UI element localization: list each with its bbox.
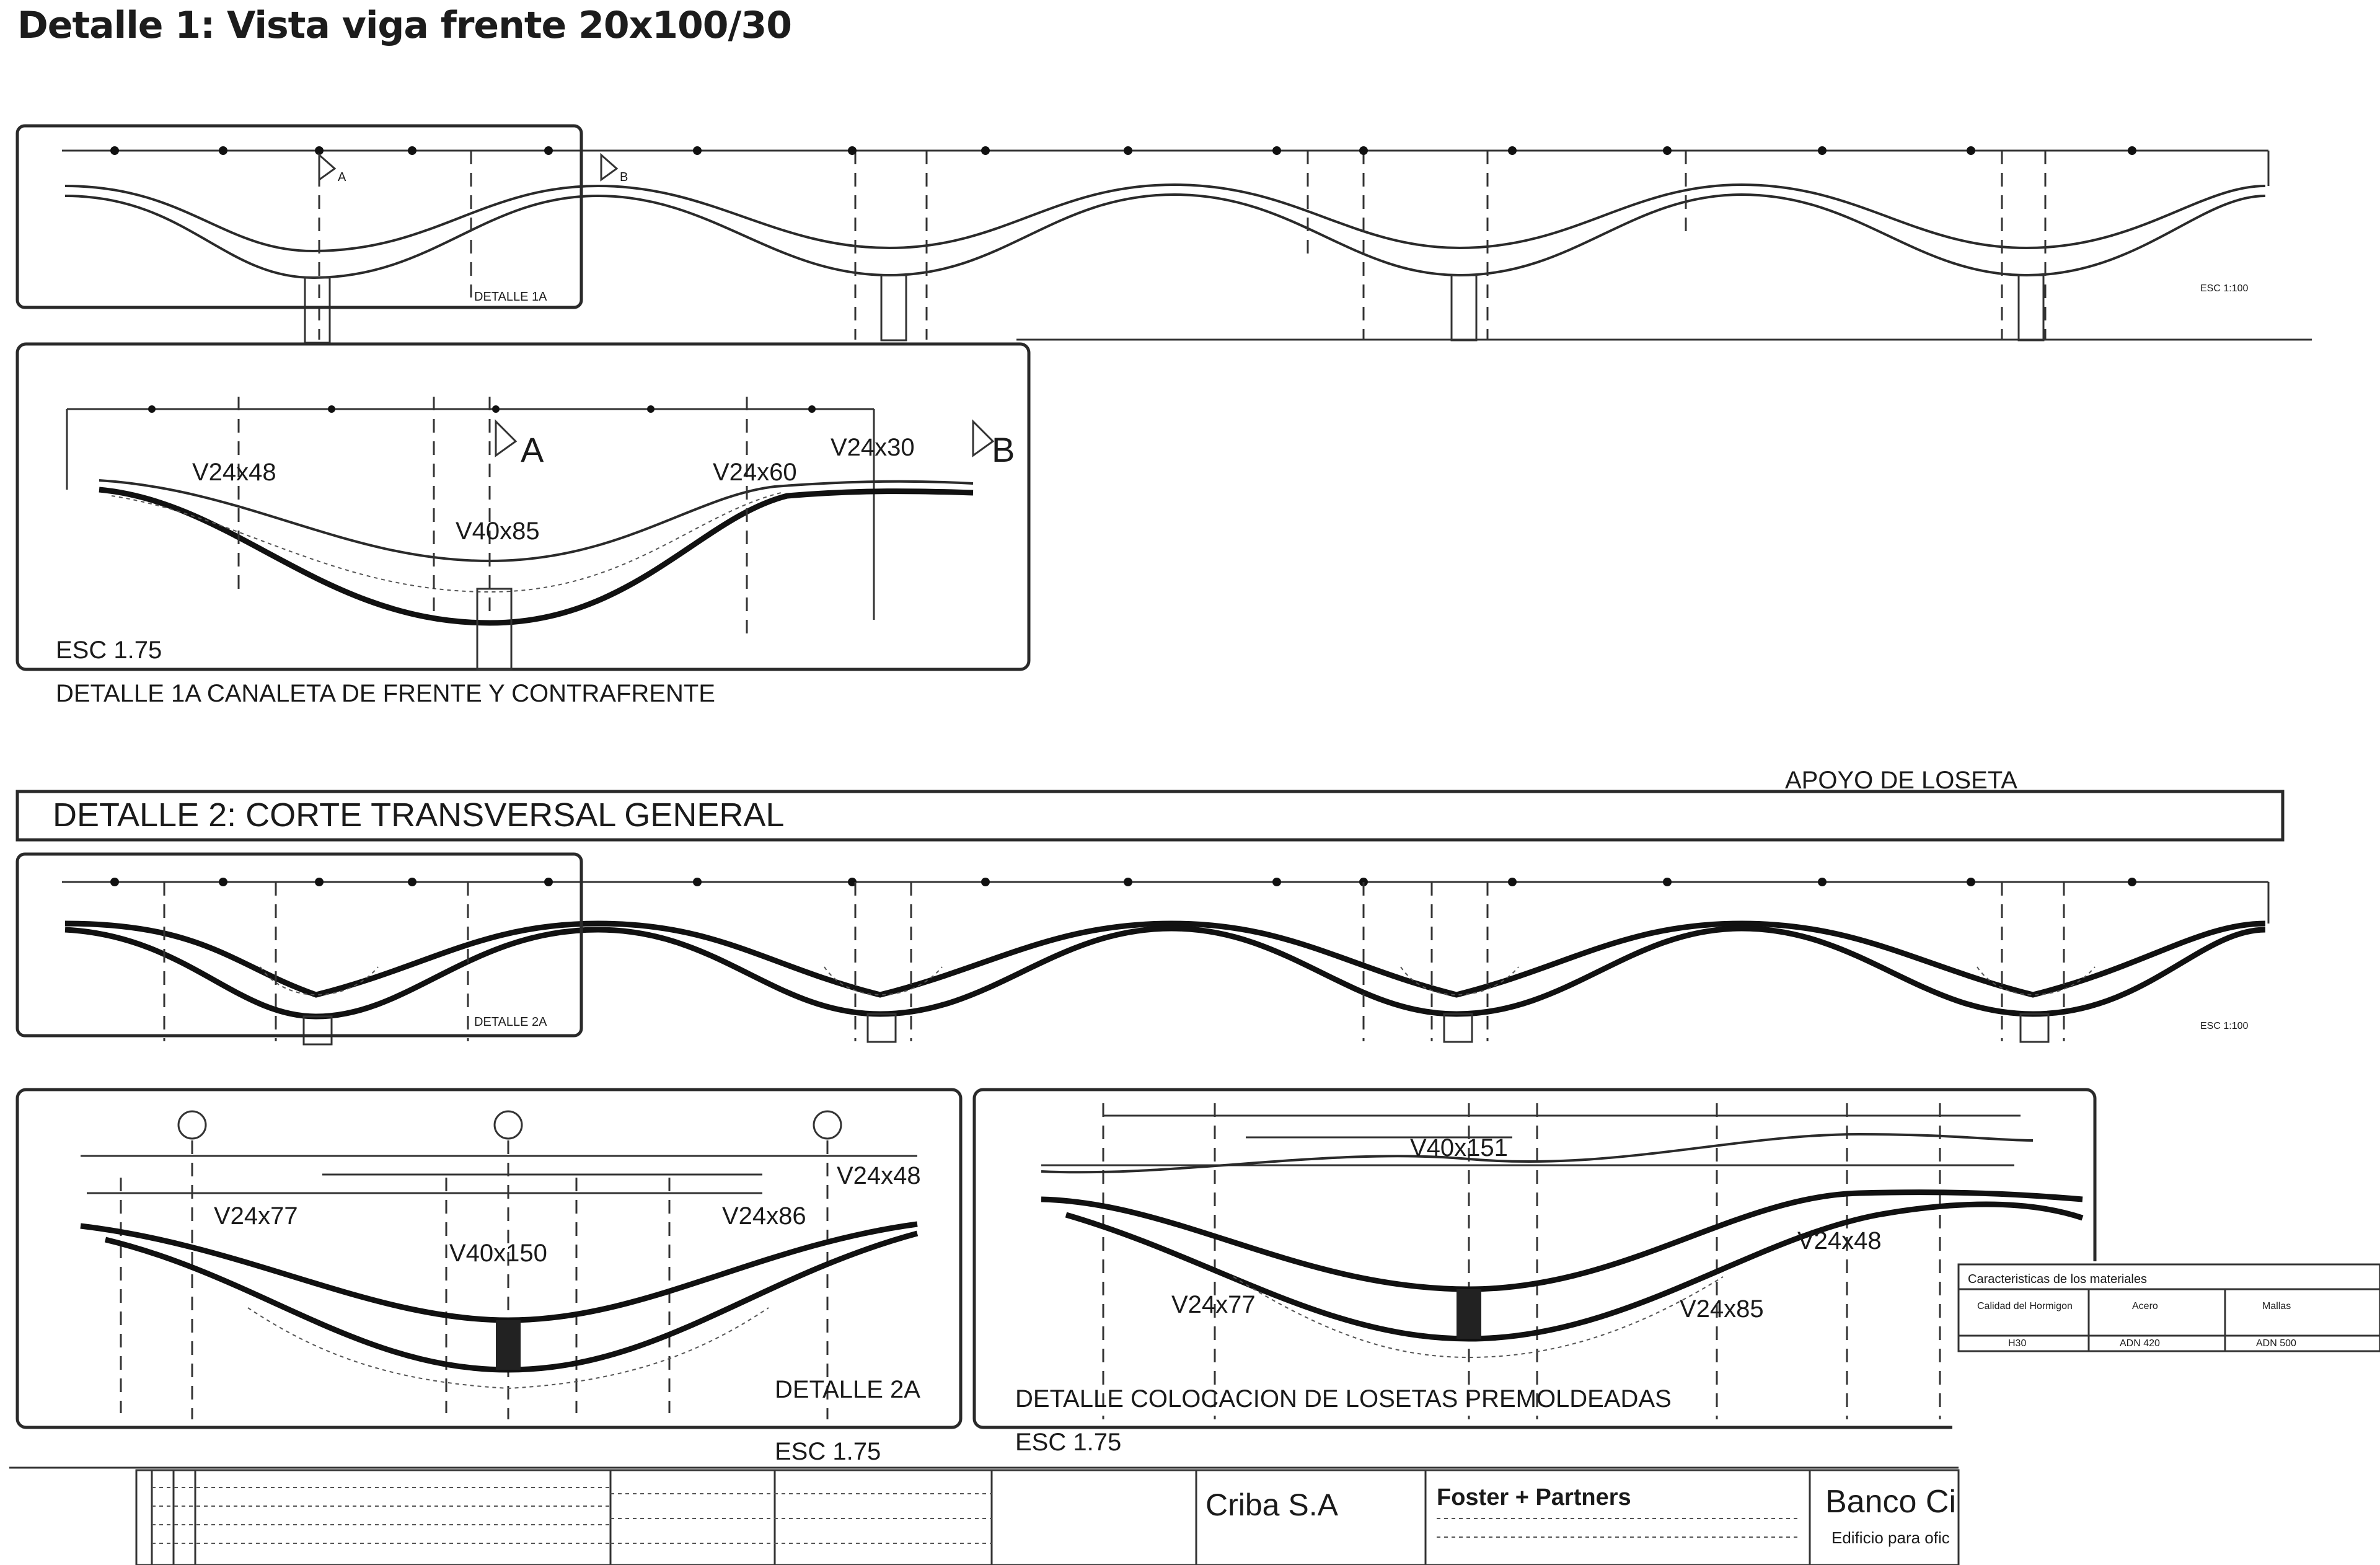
detail-1a-reference-label: DETALLE 1A bbox=[474, 290, 547, 304]
detail-2a-reference-box bbox=[15, 852, 583, 1038]
detail-losetas-scale: ESC 1.75 bbox=[1015, 1429, 1121, 1456]
materials-header-hormigon: Calidad del Hormigon bbox=[1977, 1301, 2073, 1312]
detail-losetas-section: V40x151 V24x48 V24x77 V24x85 DETALLE COL… bbox=[972, 1088, 2097, 1429]
detail-2-section: DETALLE 2A ESC 1:100 bbox=[15, 852, 2270, 1046]
beam-label-v24x77: V24x77 bbox=[214, 1202, 298, 1230]
beam-label-v24x30: V24x30 bbox=[831, 434, 915, 461]
beam-label-v24x60: V24x60 bbox=[713, 459, 797, 486]
detail-1a-caption: DETALLE 1A CANALETA DE FRENTE Y CONTRAFR… bbox=[56, 680, 715, 707]
beam-label-v40x151: V40x151 bbox=[1410, 1134, 1508, 1162]
detail-1-scale: ESC 1:100 bbox=[2200, 283, 2248, 294]
materials-header-mallas: Mallas bbox=[2262, 1301, 2291, 1312]
apoyo-de-loseta-label: APOYO DE LOSETA bbox=[1785, 767, 2017, 794]
title-block-client: Banco Ci bbox=[1825, 1484, 1956, 1520]
detail-1a-reference-box bbox=[15, 124, 583, 309]
detail-1a-scale: ESC 1.75 bbox=[56, 637, 162, 664]
title-block-company: Criba S.A bbox=[1205, 1488, 1339, 1522]
page-title: Detalle 1: Vista viga frente 20x100/30 bbox=[17, 4, 792, 47]
detail-2-title-strip bbox=[15, 790, 2285, 842]
materials-value-mallas: ADN 500 bbox=[2256, 1338, 2296, 1349]
title-block: Criba S.A Foster + Partners Banco Ci Edi… bbox=[9, 1466, 1960, 1565]
detail-1a-section-b: B bbox=[992, 430, 1015, 469]
detail-2-dots bbox=[110, 878, 2136, 886]
beam-label-v40x85: V40x85 bbox=[456, 518, 540, 545]
beam-label-v24x48-losetas: V24x48 bbox=[1797, 1227, 1882, 1254]
title-block-subtitle: Edificio para ofic bbox=[1831, 1528, 1950, 1547]
beam-label-v24x86: V24x86 bbox=[722, 1202, 806, 1230]
detail-2a-caption: DETALLE 2A bbox=[775, 1376, 920, 1403]
detail-2a-scale: ESC 1.75 bbox=[775, 1438, 881, 1465]
title-block-architect: Foster + Partners bbox=[1437, 1484, 1631, 1510]
beam-label-v24x48: V24x48 bbox=[837, 1162, 921, 1189]
section-marker-a: A bbox=[338, 170, 346, 184]
beam-label-v40x150: V40x150 bbox=[449, 1240, 547, 1267]
section-marker-b: B bbox=[620, 170, 628, 184]
detail-1a-section-a: A bbox=[521, 430, 544, 469]
materials-title: Caracteristicas de los materiales bbox=[1968, 1272, 2147, 1286]
detail-losetas-frame bbox=[972, 1088, 2097, 1429]
detail-2a-frame bbox=[15, 1088, 963, 1429]
beam-label-v24x48: V24x48 bbox=[192, 459, 276, 486]
detail-2a-section: V24x77 V40x150 V24x86 V24x48 DETALLE 2A bbox=[15, 1088, 963, 1429]
detail-1-elevation: A B DETALLE 1A ESC 1:100 bbox=[15, 124, 2312, 344]
detail-2a-reference-label: DETALLE 2A bbox=[474, 1015, 547, 1029]
detail-losetas-caption: DETALLE COLOCACION DE LOSETAS PREMOLDEAD… bbox=[1015, 1385, 1672, 1413]
beam-label-v24x85-losetas: V24x85 bbox=[1680, 1295, 1764, 1323]
detail-2-scale: ESC 1:100 bbox=[2200, 1021, 2248, 1031]
materials-value-hormigon: H30 bbox=[2008, 1338, 2026, 1349]
materials-table: Caracteristicas de los materiales Calida… bbox=[1952, 1261, 2380, 1435]
beam-label-v24x77-losetas: V24x77 bbox=[1171, 1291, 1256, 1318]
detail-1a-section: A B V24x48 V40x85 V24x60 V24x30 ESC 1.75 bbox=[15, 342, 1031, 671]
detail-2-title: DETALLE 2: CORTE TRANSVERSAL GENERAL bbox=[53, 796, 784, 834]
materials-value-acero: ADN 420 bbox=[2120, 1338, 2160, 1349]
dimension-dots bbox=[110, 146, 2136, 155]
materials-header-acero: Acero bbox=[2132, 1301, 2158, 1312]
detail-1a-frame bbox=[15, 342, 1031, 671]
